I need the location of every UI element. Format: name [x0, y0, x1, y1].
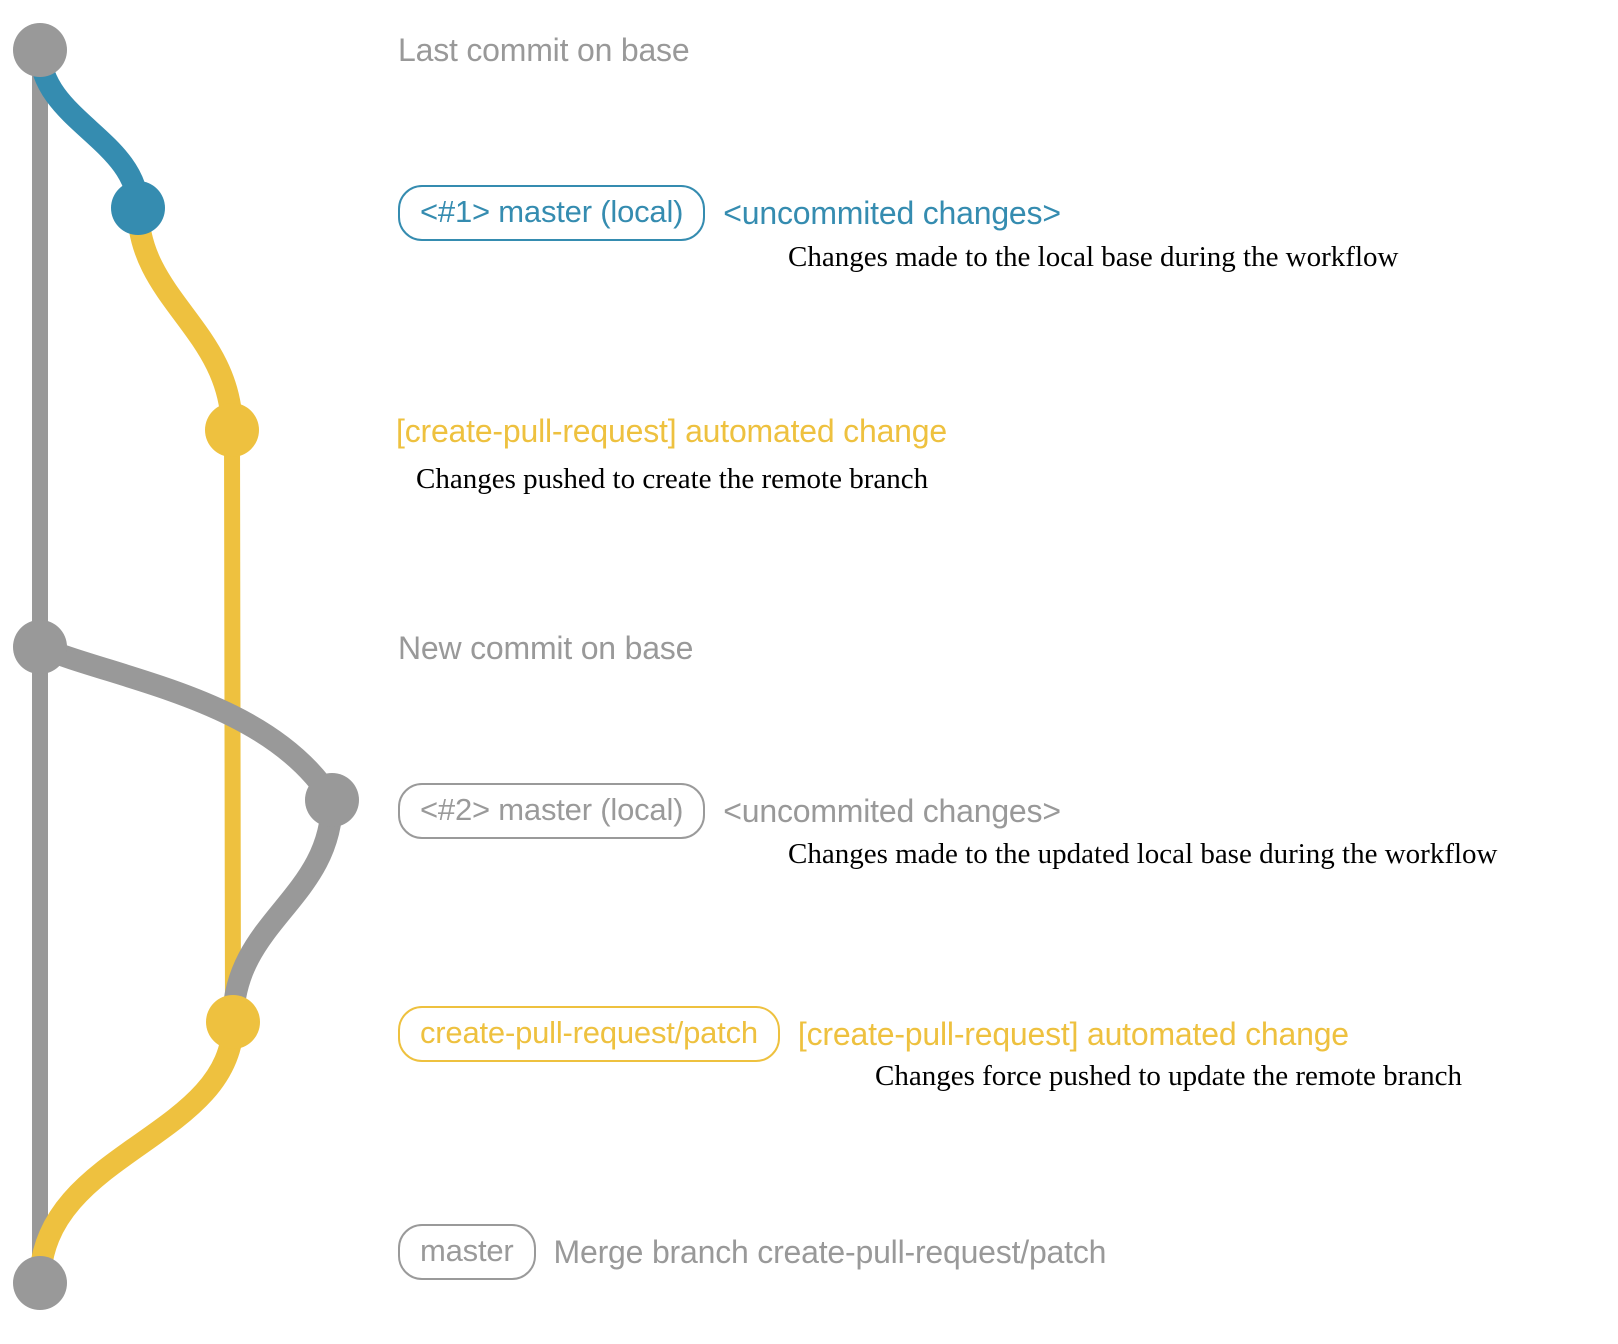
commit-node-patch-2[interactable] [206, 995, 260, 1049]
commit-node-base-1[interactable] [13, 23, 67, 77]
row-last-commit-on-base: Last commit on base [398, 32, 690, 68]
row-master-local-1: <#1> master (local) <uncommited changes> [398, 185, 1061, 241]
branch-line-local-2-to-patch-2 [222, 789, 343, 1033]
row-automated-change-2: create-pull-request/patch [create-pull-r… [398, 1006, 1349, 1062]
row-automated-change-1: [create-pull-request] automated change [396, 415, 947, 447]
description-automated-change-2: Changes force pushed to update the remot… [875, 1060, 1463, 1092]
row-new-commit-on-base: New commit on base [398, 632, 693, 664]
branch-pill-master-local-2[interactable]: <#2> master (local) [398, 783, 706, 839]
branch-line-merge-to-base [29, 1011, 244, 1294]
commit-node-base-3[interactable] [13, 1256, 67, 1310]
description-master-local-2: Changes made to the updated local base d… [788, 838, 1498, 870]
headline-new-commit-on-base: New commit on base [398, 630, 694, 666]
headline-uncommited-changes-1: <uncommited changes> [723, 195, 1061, 231]
description-automated-change-1: Changes pushed to create the remote bran… [416, 463, 929, 495]
row-master-local-2: <#2> master (local) <uncommited changes> [398, 783, 1061, 839]
branch-line-patch-1 [127, 197, 243, 441]
headline-last-commit-on-base: Last commit on base [398, 32, 690, 68]
row-merge-branch: master Merge branch create-pull-request/… [398, 1224, 1106, 1280]
commit-node-patch-1[interactable] [205, 403, 259, 457]
commit-node-local-1[interactable] [111, 181, 165, 235]
git-graph [13, 23, 359, 1310]
headline-uncommited-changes-2: <uncommited changes> [723, 793, 1061, 829]
branch-line-local-2 [29, 636, 343, 811]
branch-pill-create-pull-request-patch[interactable]: create-pull-request/patch [398, 1006, 780, 1062]
headline-automated-change-1: [create-pull-request] automated change [396, 413, 947, 449]
description-master-local-1: Changes made to the local base during th… [788, 241, 1399, 273]
commit-node-base-2[interactable] [13, 620, 67, 674]
headline-automated-change-2: [create-pull-request] automated change [797, 1016, 1349, 1052]
branch-pill-master[interactable]: master [398, 1224, 536, 1280]
commit-node-local-2[interactable] [305, 773, 359, 827]
headline-merge-branch: Merge branch create-pull-request/patch [553, 1234, 1107, 1270]
branch-pill-master-local-1[interactable]: <#1> master (local) [398, 185, 706, 241]
